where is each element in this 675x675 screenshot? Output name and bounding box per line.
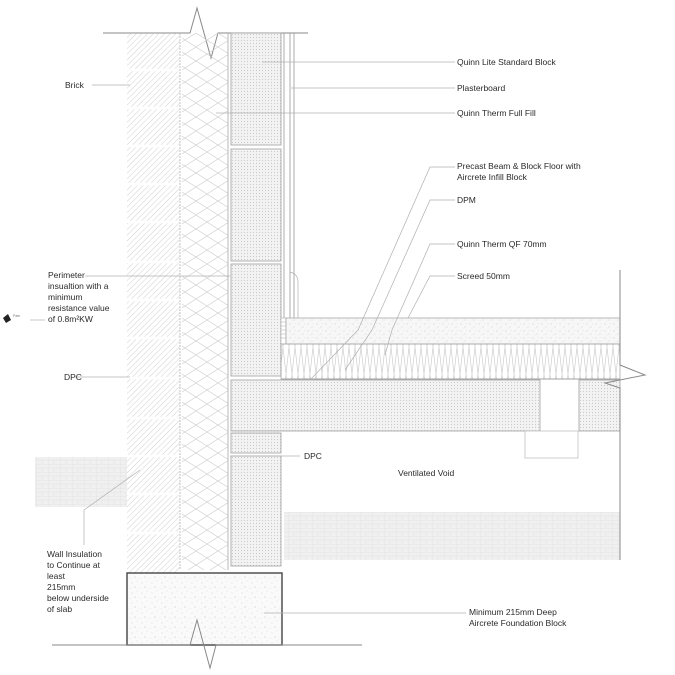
precast-beam-stub [524, 430, 579, 459]
oversite-ground [284, 512, 620, 560]
label-wall-insulation: Wall Insulation to Continue at least 215… [47, 549, 109, 614]
leader-lines [30, 61, 466, 614]
label-quinn-therm-full-fill: Quinn Therm Full Fill [457, 108, 536, 118]
cavity-full-fill-insulation [182, 33, 228, 570]
external-ground-left [35, 457, 127, 507]
label-perimeter-insulation: Perimeter insualtion with a minimum resi… [48, 270, 110, 324]
small-symbol-icon: Paer [3, 314, 21, 323]
svg-text:Paer: Paer [13, 314, 21, 318]
plasterboard [283, 33, 295, 318]
label-quinn-lite-block: Quinn Lite Standard Block [457, 57, 556, 67]
label-ventilated-void: Ventilated Void [398, 468, 455, 478]
bottom-break-line [52, 618, 362, 670]
precast-beam-block-floor [230, 379, 541, 432]
infill-block-right [578, 379, 621, 432]
label-quinn-therm-qf: Quinn Therm QF 70mm [457, 239, 547, 249]
floor-screed [285, 317, 621, 345]
label-dpc-left: DPC [64, 372, 82, 382]
label-foundation-block: Minimum 215mm Deep Aircrete Foundation B… [469, 607, 567, 628]
label-dpc-right: DPC [304, 451, 322, 461]
label-dpm: DPM [457, 195, 476, 205]
label-precast-floor: Precast Beam & Block Floor with Aircrete… [457, 161, 581, 182]
aircrete-foundation-block [126, 572, 283, 646]
inner-leaf-blockwork [230, 32, 282, 567]
brick-outer-leaf [127, 33, 181, 573]
right-break-line [603, 270, 647, 560]
label-plasterboard: Plasterboard [457, 83, 506, 93]
label-brick: Brick [65, 80, 84, 90]
floor-insulation-qf70 [280, 343, 621, 380]
label-screed: Screed 50mm [457, 271, 510, 281]
